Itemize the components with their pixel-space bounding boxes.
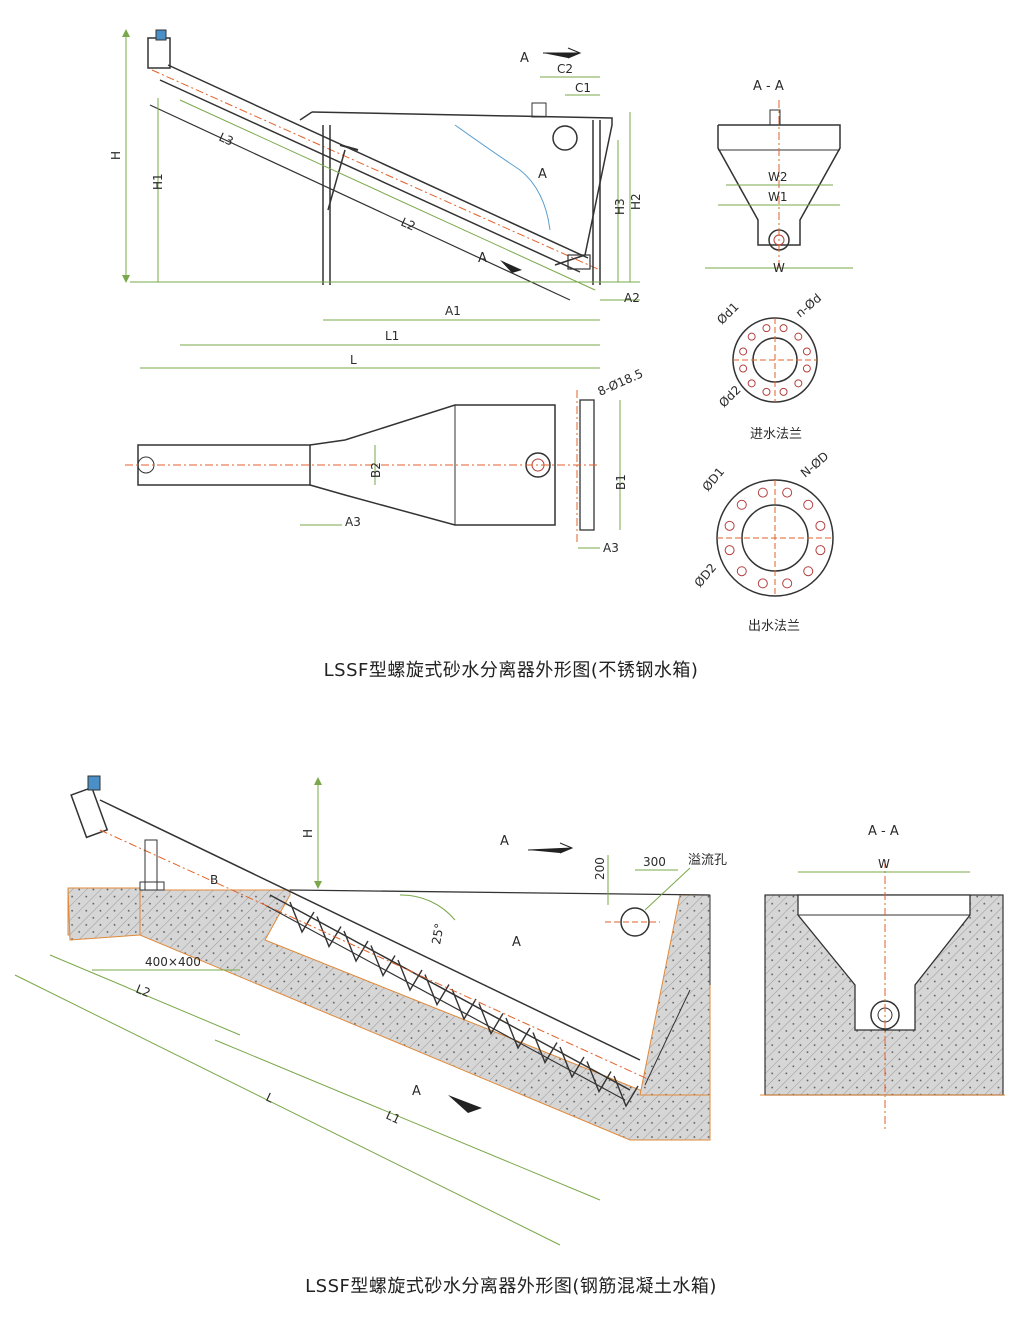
bolt-spec: 8-Ø18.5 (596, 366, 646, 398)
screw-flight (532, 1032, 558, 1065)
bolt-hole (815, 545, 826, 556)
outlet-ND: N-ØD (798, 449, 832, 480)
dim-W1: W1 (768, 190, 788, 204)
bolt-hole (782, 578, 793, 589)
bottom-elevation: H B 25° 400×400 L2 L L1 200 300 溢流孔 A A … (14, 775, 727, 1246)
dim-L1-bottom: L1 (384, 1108, 403, 1127)
dim-L: L (350, 353, 357, 367)
overflow-label: 溢流孔 (688, 853, 727, 868)
screw-flight (613, 1075, 639, 1108)
dim-A1: A1 (445, 304, 461, 318)
inlet-flange-title: 进水法兰 (750, 427, 802, 442)
bolt-hole (736, 566, 747, 577)
top-section-aa: A - A W2 W1 W (705, 79, 853, 275)
dim-A2: A2 (624, 291, 640, 305)
dim-B1: B1 (614, 474, 628, 490)
dim-C2: C2 (557, 62, 573, 76)
dim-B2: B2 (369, 462, 383, 478)
dim-H: H (109, 151, 123, 160)
outlet-bolt-holes (724, 487, 826, 589)
screw-flight (478, 1003, 504, 1036)
caption-bottom: LSSF型螺旋式砂水分离器外形图(钢筋混凝土水箱) (305, 1276, 717, 1297)
bolt-hole (802, 347, 811, 356)
bottom-section-aa: A - A W (760, 824, 1005, 1130)
top-plan: B2 B1 A3 A3 8-Ø18.5 (125, 366, 645, 555)
dim-H-bottom: H (301, 829, 315, 838)
outlet-D1: ØD1 (700, 465, 728, 494)
section-marker-a-low-bottom: A (412, 1084, 421, 1099)
screw-flight (586, 1061, 612, 1094)
bolt-hole (739, 364, 748, 373)
bolt-hole (794, 379, 803, 388)
inlet-bolt-holes (739, 324, 811, 396)
bolt-hole (815, 520, 826, 531)
dim-200: 200 (593, 857, 607, 880)
section-marker-a-bottom: A (478, 251, 487, 266)
section-marker-a-top: A (520, 51, 529, 66)
screw-flight (289, 901, 315, 934)
dim-H3: H3 (613, 198, 627, 215)
bolt-hole (739, 347, 748, 356)
bolt-hole (779, 387, 788, 396)
dim-A3-left: A3 (345, 515, 361, 529)
inlet-flange: Ød1 Ød2 n-Ød 进水法兰 (714, 291, 824, 442)
bolt-hole (724, 545, 735, 556)
section-aa-title-bottom: A - A (868, 824, 899, 839)
dim-H1: H1 (151, 173, 165, 190)
bolt-hole (803, 499, 814, 510)
bolt-hole (803, 566, 814, 577)
bolt-hole (757, 578, 768, 589)
outlet-flange: ØD1 ØD2 N-ØD 出水法兰 (692, 449, 834, 634)
bolt-hole (747, 332, 756, 341)
dim-W-bottom: W (878, 857, 890, 871)
dim-W: W (773, 261, 785, 275)
dim-C1: C1 (575, 81, 591, 95)
inlet-d1: Ød1 (714, 300, 741, 327)
bolt-hole (724, 520, 735, 531)
bolt-hole (747, 379, 756, 388)
inlet-nd: n-Ød (793, 291, 824, 320)
screw-flight (397, 959, 423, 992)
dim-W2: W2 (768, 170, 788, 184)
bolt-hole (736, 499, 747, 510)
dim-L1: L1 (385, 329, 399, 343)
screw-flights (289, 901, 639, 1108)
dim-300: 300 (643, 855, 666, 869)
screw-flight (424, 974, 450, 1007)
section-marker-a-mid-bottom: A (512, 935, 521, 950)
dim-H2: H2 (629, 193, 643, 210)
dim-L2-bottom: L2 (134, 982, 153, 1000)
screw-flight (451, 988, 477, 1021)
section-aa-title-top: A - A (753, 79, 784, 94)
outlet-flange-title: 出水法兰 (748, 619, 800, 634)
opening-size: 400×400 (145, 955, 201, 969)
inlet-d2: Ød2 (716, 383, 743, 410)
screw-flight (316, 916, 342, 949)
dim-L3: L3 (217, 130, 236, 149)
caption-top: LSSF型螺旋式砂水分离器外形图(不锈钢水箱) (323, 660, 699, 681)
screw-flight (343, 930, 369, 963)
section-marker-a-mid: A (538, 167, 547, 182)
bolt-hole (757, 487, 768, 498)
bolt-hole (794, 332, 803, 341)
screw-flight (505, 1017, 531, 1050)
bolt-hole (779, 324, 788, 333)
dim-A3-right: A3 (603, 541, 619, 555)
bolt-hole (762, 324, 771, 333)
screw-flight (559, 1046, 585, 1079)
motor (147, 37, 171, 69)
screw-flight (370, 945, 396, 978)
outlet-D2: ØD2 (692, 561, 720, 590)
dim-B: B (210, 873, 218, 887)
angle-25: 25° (429, 922, 446, 945)
bolt-hole (782, 487, 793, 498)
top-elevation: H H1 H2 H3 L3 L2 A1 A2 L1 L C2 C1 A A A (109, 29, 643, 369)
bolt-hole (802, 364, 811, 373)
dim-L2: L2 (399, 215, 418, 234)
bolt-hole (762, 387, 771, 396)
section-marker-a-top-bottom: A (500, 834, 509, 849)
